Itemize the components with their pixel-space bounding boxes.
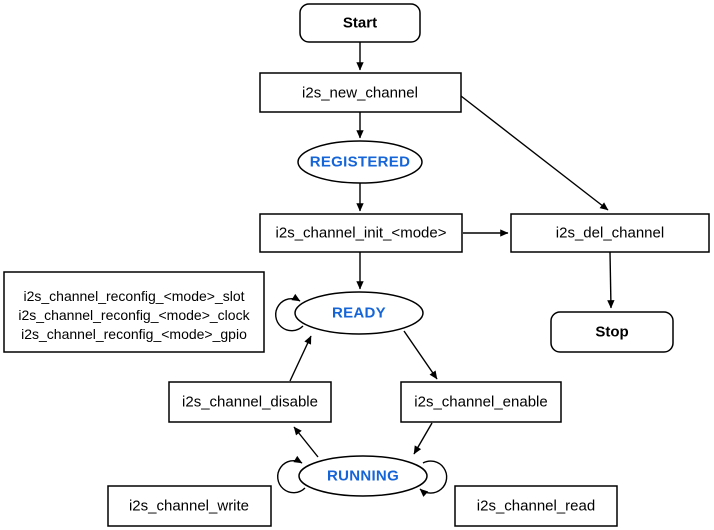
edge-del-channel-to-stop: [607, 251, 615, 309]
channel-write-box: [107, 485, 272, 527]
registered-ellipse: [297, 140, 423, 184]
reconfig-line-slot: i2s_channel_reconfig_<mode>_slot: [23, 288, 244, 304]
node-channel-read: i2s_channel_read: [454, 485, 618, 527]
stop-terminal-shape: [550, 311, 674, 353]
reconfig-box: [3, 271, 265, 353]
del-channel-box: [510, 213, 710, 253]
node-channel-disable: i2s_channel_disable: [168, 381, 332, 423]
channel-init-label: i2s_channel_init_<mode>: [276, 225, 447, 242]
edge-running-to-disable: [293, 426, 319, 458]
node-new-channel: i2s_new_channel: [259, 72, 462, 113]
node-channel-enable: i2s_channel_enable: [400, 381, 562, 423]
channel-read-box: [454, 485, 618, 527]
node-channel-init: i2s_channel_init_<mode>: [259, 213, 463, 253]
reconfig-line-clock: i2s_channel_reconfig_<mode>_clock: [18, 307, 250, 323]
running-ellipse: [298, 455, 428, 497]
channel-disable-box: [168, 381, 332, 423]
ready-self-loop: [275, 293, 304, 332]
node-channel-write: i2s_channel_write: [107, 485, 272, 527]
start-label: Start: [343, 15, 377, 32]
registered-label: REGISTERED: [310, 154, 411, 171]
running-label: RUNNING: [327, 468, 399, 485]
reconfig-line-gpio: i2s_channel_reconfig_<mode>_gpio: [21, 326, 247, 342]
channel-enable-label: i2s_channel_enable: [414, 394, 547, 411]
channel-write-label: i2s_channel_write: [129, 498, 249, 515]
del-channel-label: i2s_del_channel: [556, 225, 664, 242]
edge-disable-to-ready: [289, 335, 312, 382]
node-stop: Stop: [550, 311, 674, 353]
state-ready: READY: [294, 291, 424, 335]
node-start: Start: [299, 3, 421, 43]
stop-label: Stop: [595, 324, 628, 341]
start-terminal-shape: [299, 3, 421, 43]
node-reconfig: i2s_channel_reconfig_<mode>_slot i2s_cha…: [3, 271, 265, 353]
channel-init-box: [259, 213, 463, 253]
channel-read-label: i2s_channel_read: [477, 498, 595, 515]
edge-new-channel-to-del-channel: [460, 95, 609, 211]
channel-disable-label: i2s_channel_disable: [182, 394, 318, 411]
node-del-channel: i2s_del_channel: [510, 213, 710, 253]
state-registered: REGISTERED: [297, 140, 423, 184]
running-self-loop-right: [419, 460, 448, 497]
channel-enable-box: [400, 381, 562, 423]
new-channel-label: i2s_new_channel: [302, 85, 418, 102]
state-running: RUNNING: [298, 455, 428, 497]
edge-ready-to-enable: [403, 330, 438, 380]
running-self-loop-left: [277, 455, 306, 494]
ready-ellipse: [294, 291, 424, 335]
new-channel-box: [259, 72, 462, 113]
edge-enable-to-running: [413, 422, 433, 455]
ready-label: READY: [332, 305, 386, 322]
